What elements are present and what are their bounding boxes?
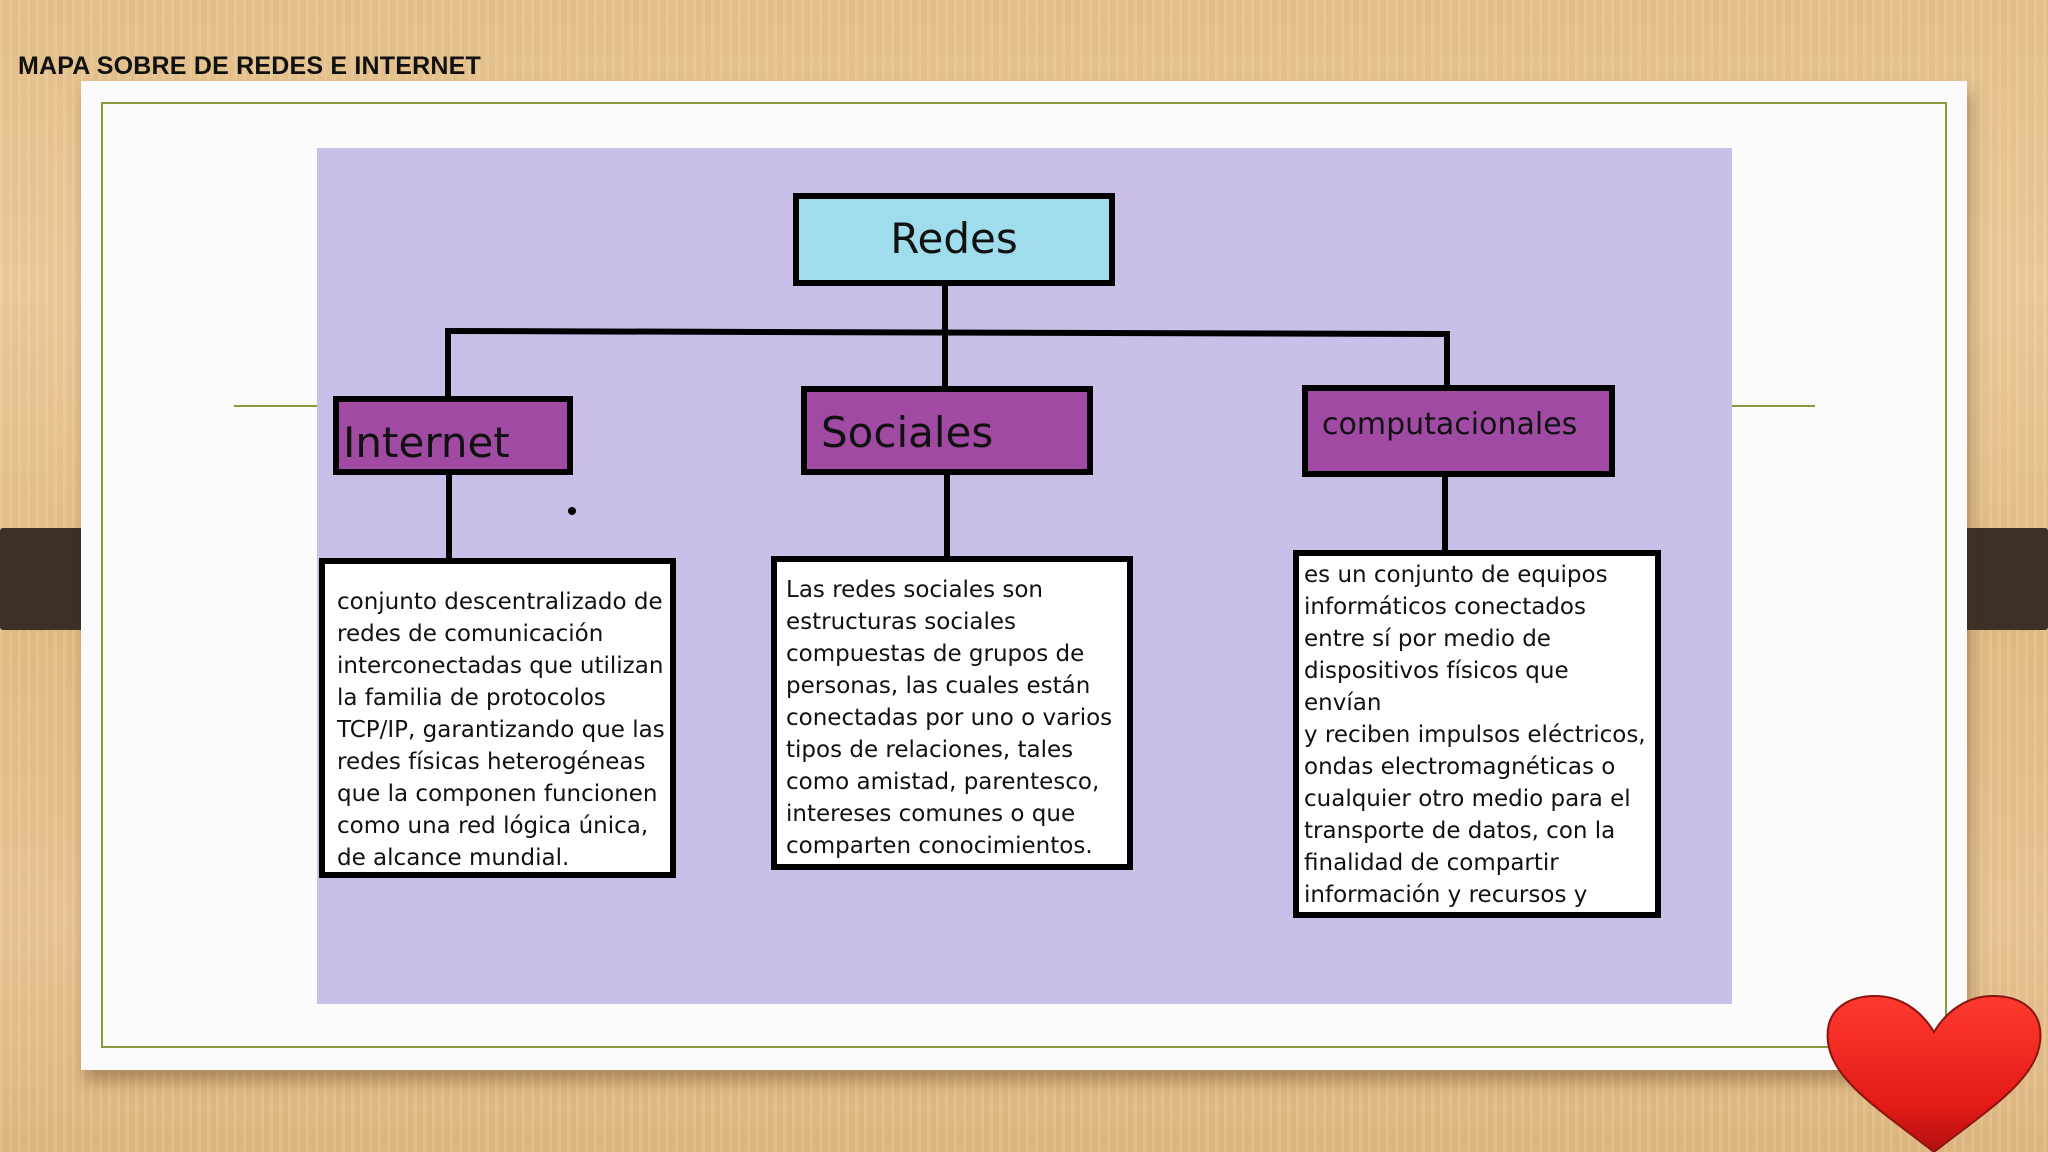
description-computacionales: es un conjunto de equipos informáticos c… <box>1293 550 1661 918</box>
description-sociales: Las redes sociales son estructuras socia… <box>771 556 1133 870</box>
child-node-sociales: Sociales <box>801 386 1093 475</box>
description-internet: conjunto descentralizado de redes de com… <box>319 558 676 878</box>
frame-decoration-line-right <box>1731 405 1815 407</box>
heart-icon <box>1826 994 2042 1152</box>
child-node-internet: Internet <box>333 396 573 475</box>
child-node-computacionales: computacionales <box>1302 385 1615 477</box>
frame-decoration-line-left <box>234 405 318 407</box>
page-title: MAPA SOBRE DE REDES E INTERNET <box>18 52 481 80</box>
root-node-redes: Redes <box>793 193 1115 286</box>
slide-frame <box>101 102 1947 1048</box>
